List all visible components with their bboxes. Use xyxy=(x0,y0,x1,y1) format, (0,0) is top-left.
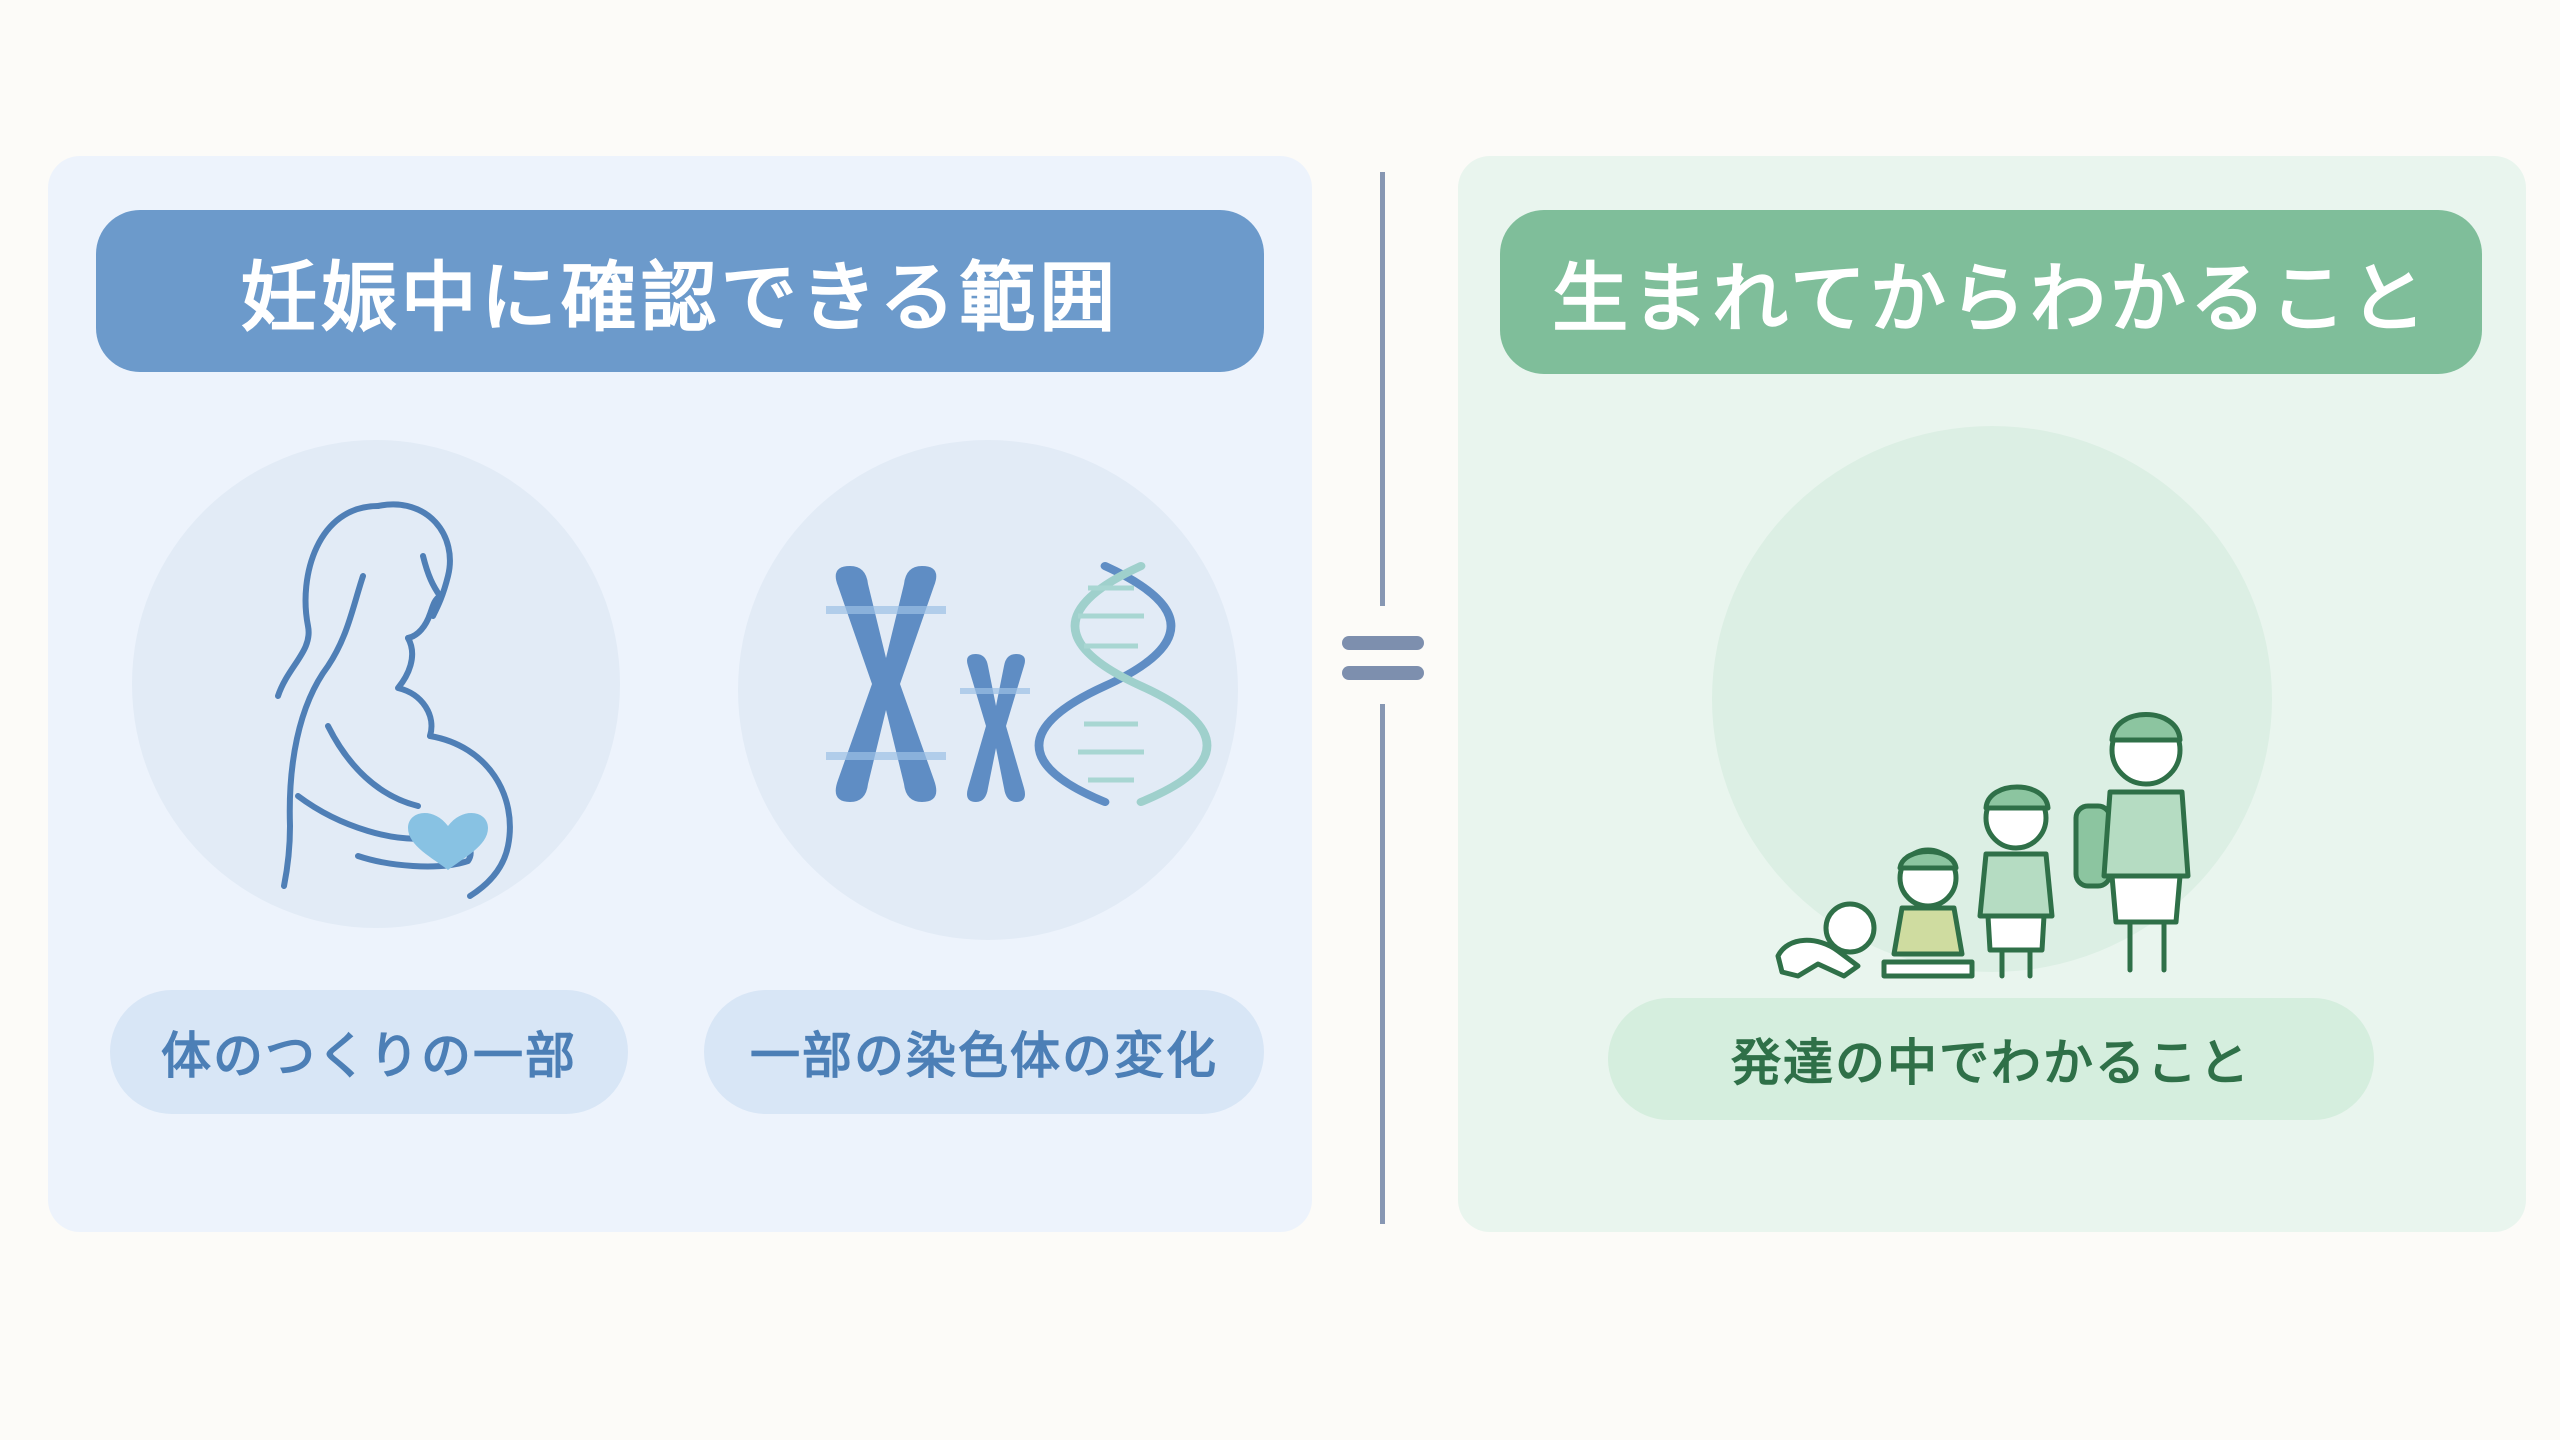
prenatal-panel-title: 妊娠中に確認できる範囲 xyxy=(96,210,1264,372)
development-label: 発達の中でわかること xyxy=(1608,998,2374,1120)
equals-icon xyxy=(1342,636,1424,650)
child-growth-icon xyxy=(1775,712,2191,979)
chromosome-dna-icon xyxy=(826,562,1212,806)
body-structure-label: 体のつくりの一部 xyxy=(110,990,628,1114)
divider-line-top xyxy=(1380,172,1385,606)
prenatal-panel: 妊娠中に確認できる範囲 xyxy=(48,156,1312,1232)
postnatal-panel-title: 生まれてからわかること xyxy=(1500,210,2482,374)
pregnant-woman-icon xyxy=(275,501,513,899)
pregnant-woman-circle xyxy=(132,440,620,928)
divider-line-bottom xyxy=(1380,704,1385,1224)
equals-icon-lower-bar xyxy=(1342,666,1424,680)
postnatal-panel: 生まれてからわかること 発達の中 xyxy=(1458,156,2526,1232)
chromosome-change-label: 一部の染色体の変化 xyxy=(704,990,1264,1114)
